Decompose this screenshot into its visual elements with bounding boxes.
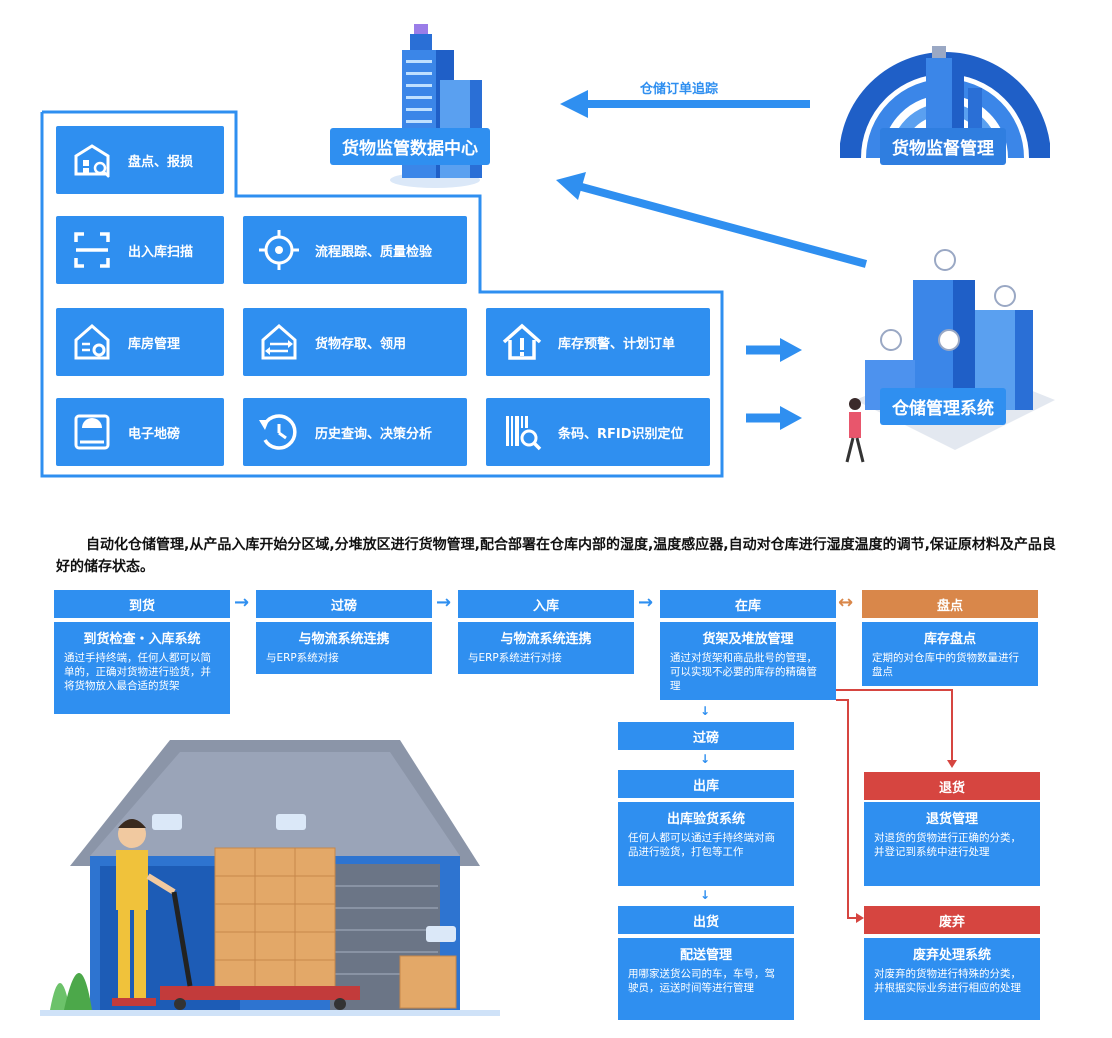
stage-card-stocktake: 库存盘点 定期的对仓库中的货物数量进行盘点 — [862, 622, 1038, 686]
stage-card-instock: 货架及堆放管理 通过对货架和商品批号的管理，可以实现不必要的库存的精确管理 — [660, 622, 836, 700]
house-gear-icon — [74, 324, 110, 360]
card-desc: 与ERP系统进行对接 — [468, 652, 562, 664]
tile-barcode-rfid[interactable]: 条码、RFID识别定位 — [486, 398, 710, 466]
tile-goods-access[interactable]: 货物存取、领用 — [243, 308, 467, 376]
card-title: 库存盘点 — [923, 632, 976, 647]
house-alert-icon — [502, 323, 542, 360]
flow-arrow-bidirectional-icon: ↔ — [838, 592, 854, 613]
data-center-label: 货物监管数据中心 — [330, 128, 490, 165]
card-desc: 对退货的货物进行正确的分类，并登记到系统中进行处理 — [874, 832, 1021, 858]
stage-card-outbound: 出库验货系统 任何人都可以通过手持终端对商品进行验货，打包等工作 — [618, 802, 794, 886]
stage-header-inbound: 入库 — [458, 590, 634, 618]
house-transfer-icon — [261, 324, 297, 360]
tile-label: 历史查询、决策分析 — [315, 426, 433, 442]
stage-header-weigh-2: 过磅 — [618, 722, 794, 750]
card-desc: 任何人都可以通过手持终端对商品进行验货，打包等工作 — [628, 832, 775, 858]
flow-arrow-down-icon: ↓ — [700, 752, 711, 766]
card-desc: 对废弃的货物进行特殊的分类，并根据实际业务进行相应的处理 — [874, 968, 1021, 994]
stage-header-stocktake: 盘点 — [862, 590, 1038, 618]
card-desc: 通过手持终端，任何人都可以简单的，正确对货物进行验货，并将货物放入最合适的货架 — [64, 652, 211, 692]
tile-label: 库房管理 — [128, 336, 181, 352]
stage-header-arrival: 到货 — [54, 590, 230, 618]
stage-header-scrap: 废弃 — [864, 906, 1040, 934]
card-title: 配送管理 — [679, 948, 732, 963]
description-paragraph: 自动化仓储管理,从产品入库开始分区域,分堆放区进行货物管理,配合部署在仓库内部的… — [56, 537, 1056, 575]
target-icon — [259, 230, 299, 270]
card-desc: 定期的对仓库中的货物数量进行盘点 — [872, 652, 1019, 678]
tile-stock-alert[interactable]: 库存预警、计划订单 — [486, 308, 710, 376]
card-desc: 与ERP系统对接 — [266, 652, 339, 664]
card-title: 货架及堆放管理 — [702, 632, 794, 647]
card-title: 与物流系统连携 — [298, 632, 390, 647]
stage-header-instock: 在库 — [660, 590, 836, 618]
tile-label: 条码、RFID识别定位 — [558, 426, 684, 442]
stage-card-inbound: 与物流系统连携 与ERP系统进行对接 — [458, 622, 634, 674]
tile-inventory-count[interactable]: 盘点、报损 — [56, 126, 224, 194]
stage-card-scrap: 废弃处理系统 对废弃的货物进行特殊的分类，并根据实际业务进行相应的处理 — [864, 938, 1040, 1020]
card-title: 与物流系统连携 — [500, 632, 592, 647]
flow-arrow-right-icon: → — [234, 592, 250, 613]
stage-header-ship: 出货 — [618, 906, 794, 934]
tile-label: 流程跟踪、质量检验 — [315, 244, 433, 260]
tile-label: 出入库扫描 — [128, 244, 194, 260]
flow-arrow-down-icon: ↓ — [700, 888, 711, 902]
tile-label: 货物存取、领用 — [315, 336, 407, 352]
flow-arrow-right-icon: → — [436, 592, 452, 613]
flow-arrow-right-icon: → — [638, 592, 654, 613]
stage-header-weigh: 过磅 — [256, 590, 432, 618]
stage-card-arrival: 到货检查・入库系统 通过手持终端，任何人都可以简单的，正确对货物进行验货，并将货… — [54, 622, 230, 714]
tile-electronic-scale[interactable]: 电子地磅 — [56, 398, 224, 466]
card-title: 废弃处理系统 — [912, 948, 991, 963]
tile-process-tracking[interactable]: 流程跟踪、质量检验 — [243, 216, 467, 284]
stage-header-outbound: 出库 — [618, 770, 794, 798]
supervision-label: 货物监督管理 — [880, 128, 1006, 165]
tile-inout-scan[interactable]: 出入库扫描 — [56, 216, 224, 284]
card-title: 到货检查・入库系统 — [83, 632, 201, 647]
history-icon — [259, 414, 297, 450]
stage-card-weigh: 与物流系统连携 与ERP系统对接 — [256, 622, 432, 674]
tile-label: 盘点、报损 — [128, 154, 194, 170]
card-title: 退货管理 — [925, 812, 978, 827]
warehouse-search-icon — [74, 144, 110, 178]
stage-header-return: 退货 — [864, 772, 1040, 800]
tile-label: 电子地磅 — [128, 426, 181, 442]
stage-card-return: 退货管理 对退货的货物进行正确的分类，并登记到系统中进行处理 — [864, 802, 1040, 886]
card-desc: 通过对货架和商品批号的管理，可以实现不必要的库存的精确管理 — [670, 652, 817, 692]
tile-history-analysis[interactable]: 历史查询、决策分析 — [243, 398, 467, 466]
tile-warehouse-management[interactable]: 库房管理 — [56, 308, 224, 376]
tiles-outline — [40, 90, 868, 478]
tile-label: 库存预警、计划订单 — [558, 336, 676, 352]
card-title: 出库验货系统 — [666, 812, 745, 827]
barcode-search-icon — [506, 416, 542, 451]
scan-frame-icon — [74, 232, 110, 268]
warehouse-worker-illustration — [40, 740, 500, 1016]
wms-label: 仓储管理系统 — [880, 388, 1006, 425]
order-tracking-label: 仓储订单追踪 — [640, 82, 719, 97]
flow-arrow-down-icon: ↓ — [700, 704, 711, 718]
card-desc: 用哪家送货公司的车，车号，驾驶员，运送时间等进行管理 — [628, 968, 775, 994]
stage-card-ship: 配送管理 用哪家送货公司的车，车号，驾驶员，运送时间等进行管理 — [618, 938, 794, 1020]
scale-icon — [74, 414, 110, 450]
